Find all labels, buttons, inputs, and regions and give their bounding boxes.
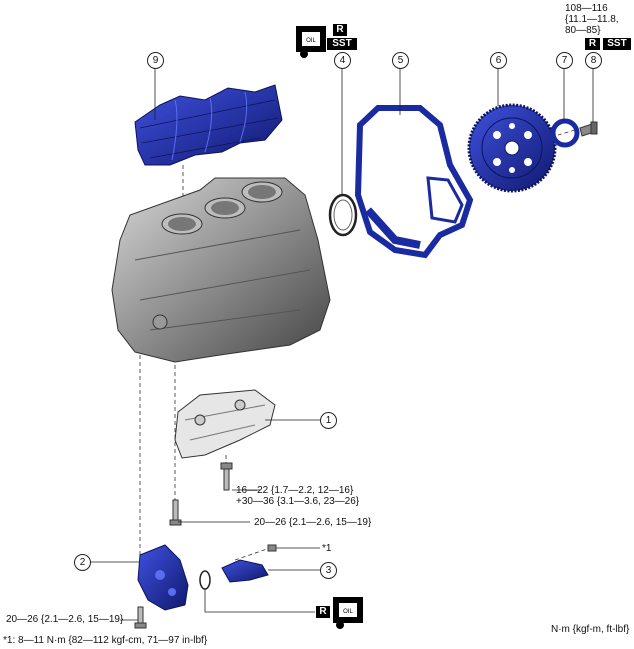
callout-6: 6 — [490, 52, 507, 69]
o-ring — [199, 570, 211, 590]
bolt-star1 — [267, 544, 277, 552]
bolt-mid — [169, 499, 182, 526]
svg-text:OIL: OIL — [343, 609, 353, 615]
oil-can-icon: OIL — [296, 26, 326, 58]
torque-part-1-line2: +30—36 {3.1—3.6, 23—26} — [236, 496, 360, 507]
units-label: N·m {kgf-m, ft-lbf} — [551, 624, 630, 635]
part-9-baffle-plate — [134, 84, 283, 166]
bolt-left — [134, 606, 147, 629]
callout-3: 3 — [320, 562, 337, 579]
part-2-oil-pump — [137, 544, 189, 611]
bolt-part-1 — [220, 462, 233, 491]
part-3-oil-strainer — [221, 559, 269, 583]
svg-text:OIL: OIL — [306, 38, 316, 44]
torque-part-8-line2: {11.1—11.8, — [565, 14, 619, 25]
torque-bolt-mid: 20—26 {2.1—2.6, 15—19} — [254, 517, 372, 528]
callout-9: 9 — [147, 52, 164, 69]
part-8-bolt — [579, 121, 598, 137]
part-5-end-plate — [354, 105, 474, 259]
badge-sst-right: SST — [603, 38, 631, 50]
torque-part-8-line1: 108—116 — [565, 3, 608, 14]
part-1-balancer-unit — [174, 389, 276, 459]
callout-7: 7 — [556, 52, 573, 69]
badge-replace-bottom: R — [316, 606, 330, 618]
torque-star-1: *1 — [322, 543, 332, 554]
badge-replace-top: R — [333, 24, 347, 36]
callout-5: 5 — [392, 52, 409, 69]
engine-cylinder-block — [111, 177, 331, 363]
badge-replace-right: R — [585, 38, 600, 50]
torque-part-1-line1: 16—22 {1.7—2.2, 12—16} — [236, 485, 354, 496]
callout-2: 2 — [74, 554, 91, 571]
part-4-rear-oil-seal — [328, 193, 358, 237]
callout-4: 4 — [334, 52, 351, 69]
badge-sst-top: SST — [327, 38, 357, 50]
torque-part-8-line3: 80—85} — [565, 25, 601, 36]
oil-can-icon: OIL — [333, 597, 363, 629]
leader-lines — [90, 67, 594, 621]
part-6-drive-plate — [467, 103, 557, 193]
torque-bolt-left: 20—26 {2.1—2.6, 15—19} — [6, 614, 124, 625]
footnote: *1: 8—11 N·m {82—112 kgf-cm, 71—97 in-lb… — [3, 635, 208, 646]
callout-1: 1 — [320, 412, 337, 429]
part-7-backing-plate — [550, 118, 580, 148]
callout-8: 8 — [585, 52, 602, 69]
